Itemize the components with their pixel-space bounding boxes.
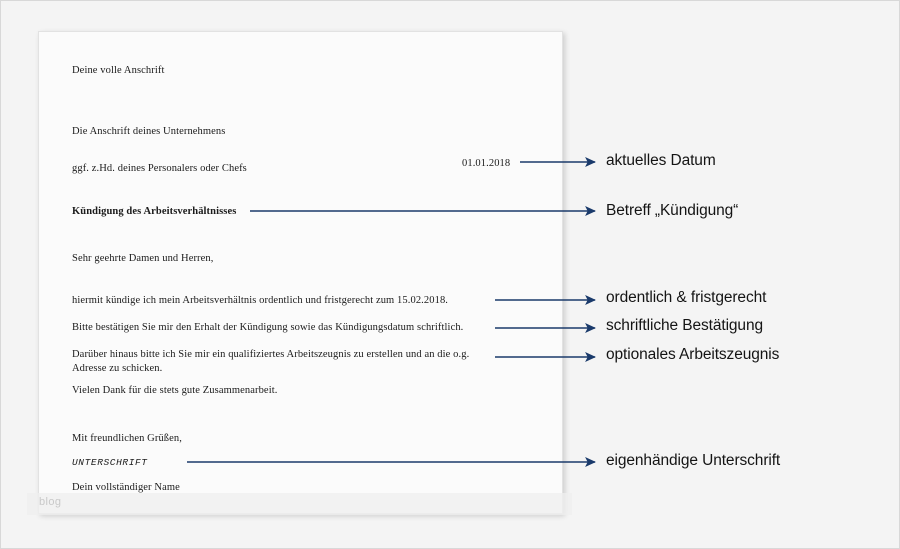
annotation-label-signature: eigenhändige Unterschrift [606, 452, 781, 469]
letter-salutation-text: Sehr geehrte Damen und Herren, [72, 253, 214, 264]
letter-closing-text: Mit freundlichen Grüßen, [72, 433, 182, 444]
paragraph-notice-text: hiermit kündige ich mein Arbeitsverhältn… [72, 295, 449, 306]
sender-address-text: Deine volle Anschrift [72, 65, 165, 76]
annotation-label-reference: optionales Arbeitszeugnis [606, 346, 780, 363]
letter-subject-text: Kündigung des Arbeitsverhältnisses [72, 206, 237, 217]
paragraph-confirmation-text: Bitte bestätigen Sie mir den Erhalt der … [72, 322, 464, 333]
watermark-label: blog [39, 496, 62, 508]
annotation-label-confirmation: schriftliche Bestätigung [606, 317, 763, 334]
recipient-attn-text: ggf. z.Hd. deines Personalers oder Chefs [72, 163, 247, 174]
paragraph-thanks-text: Vielen Dank für die stets gute Zusammena… [72, 385, 278, 396]
letter-date-text: 01.01.2018 [462, 158, 511, 169]
letter-page [38, 31, 563, 514]
annotation-label-date: aktuelles Datum [606, 152, 716, 169]
recipient-address-block: Die Anschrift deines Unternehmens ggf. z… [72, 111, 247, 190]
watermark-band [27, 493, 572, 515]
annotation-label-notice: ordentlich & fristgerecht [606, 289, 767, 306]
annotation-label-subject: Betreff „Kündigung“ [606, 202, 739, 219]
paragraph-reference-text: Darüber hinaus bitte ich Sie mir ein qua… [72, 349, 470, 374]
signature-placeholder-text: UNTERSCHRIFT [72, 457, 148, 468]
full-name-text: Dein vollständiger Name [72, 482, 180, 493]
recipient-company-text: Die Anschrift deines Unternehmens [72, 126, 226, 137]
